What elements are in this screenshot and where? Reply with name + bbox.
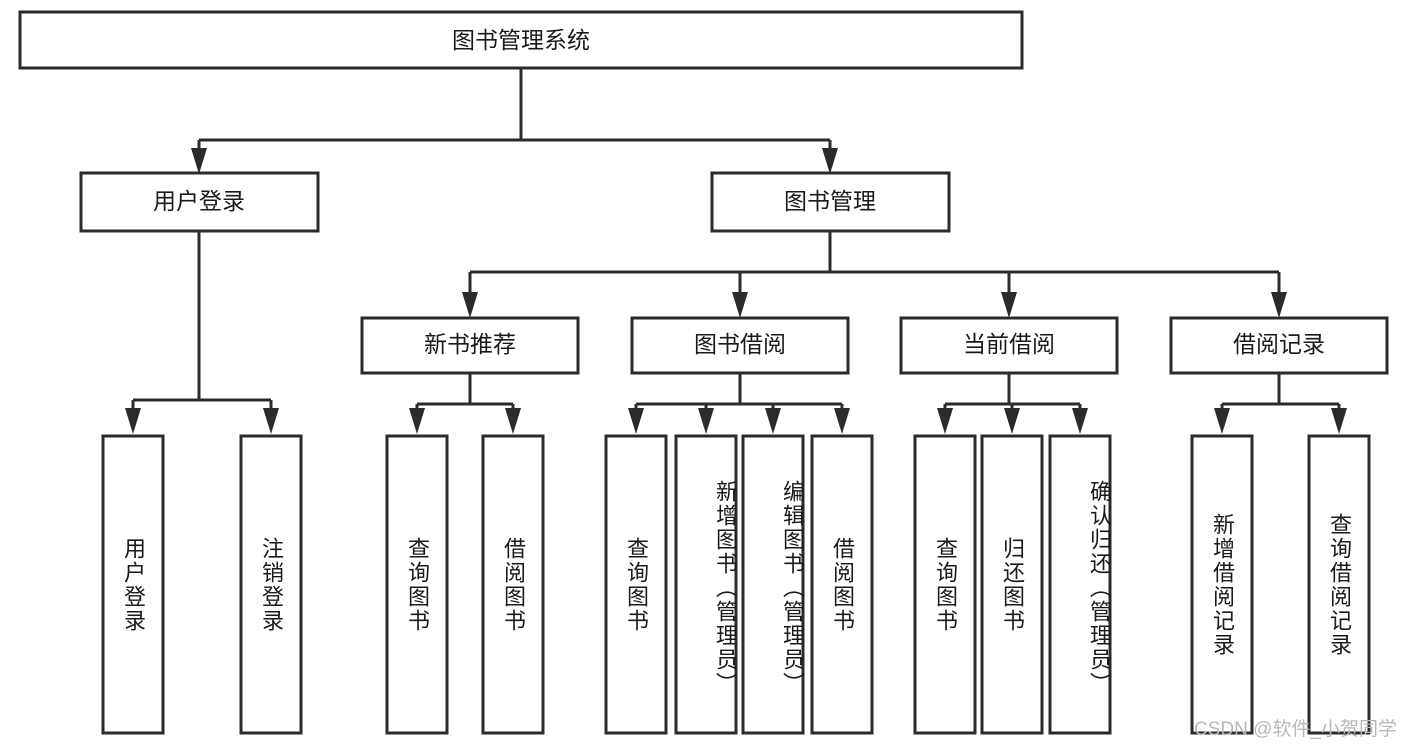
node-current-borrow-label: 当前借阅 xyxy=(963,331,1055,357)
arrow-head-borrowrecord-leaf0 xyxy=(1214,408,1230,434)
leaf-box-user-login-0[interactable] xyxy=(101,434,165,735)
leaf-box-book-borrow-0[interactable] xyxy=(604,434,668,735)
connector-group-borrow-record xyxy=(1214,373,1347,434)
arrow-head-bookborrow-leaf2 xyxy=(765,408,781,434)
arrow-head-newbook-leaf1 xyxy=(505,408,521,434)
connector-group-new-book xyxy=(409,373,521,434)
node-current-borrow-box[interactable] xyxy=(899,316,1119,375)
node-root-box[interactable] xyxy=(18,10,1024,70)
node-user-login[interactable]: 用户登录 xyxy=(79,171,320,233)
arrow-head-bookborrow-leaf3 xyxy=(834,408,850,434)
arrow-head-borrowrecord xyxy=(1271,292,1287,318)
leaf-box-current-borrow-1[interactable] xyxy=(980,434,1044,735)
leaf-box-book-borrow-2[interactable] xyxy=(741,434,805,735)
node-borrow-record-box[interactable] xyxy=(1169,316,1389,375)
leaf-box-new-book-0[interactable] xyxy=(385,434,449,735)
node-root-system[interactable]: 图书管理系统 xyxy=(18,10,1024,70)
arrow-head-borrowrecord-leaf1 xyxy=(1331,408,1347,434)
leaf-box-borrow-record-1[interactable] xyxy=(1307,434,1371,735)
node-user-login-label: 用户登录 xyxy=(153,188,245,214)
arrow-head-userlogin-leaf1 xyxy=(263,408,279,434)
node-new-book-recommend-box[interactable] xyxy=(360,316,580,375)
arrow-head-currentborrow xyxy=(1001,292,1017,318)
arrow-head-currentborrow-leaf1 xyxy=(1004,408,1020,434)
arrow-head-bookborrow xyxy=(732,292,748,318)
arrow-head-currentborrow-leaf2 xyxy=(1072,408,1088,434)
arrow-head-newbook-leaf0 xyxy=(409,408,425,434)
node-book-management-label: 图书管理 xyxy=(784,188,876,214)
node-root-label: 图书管理系统 xyxy=(452,27,590,53)
leaf-box-new-book-1[interactable] xyxy=(481,434,545,735)
connector-group-book-mgmt xyxy=(462,232,1287,318)
node-book-borrow-box[interactable] xyxy=(630,316,850,375)
leaf-box-borrow-record-0[interactable] xyxy=(1190,434,1254,735)
node-borrow-record[interactable]: 借阅记录 xyxy=(1169,316,1389,375)
leaf-box-current-borrow-0[interactable] xyxy=(913,434,977,735)
node-book-borrow-label: 图书借阅 xyxy=(694,331,786,357)
arrow-head-currentborrow-leaf0 xyxy=(937,408,953,434)
leaf-box-book-borrow-1[interactable] xyxy=(674,434,738,735)
leaf-box-user-login-1[interactable] xyxy=(239,434,303,735)
node-current-borrow[interactable]: 当前借阅 xyxy=(899,316,1119,375)
node-book-management[interactable]: 图书管理 xyxy=(710,171,951,233)
arrow-head-newbook xyxy=(462,292,478,318)
node-borrow-record-label: 借阅记录 xyxy=(1233,331,1325,357)
node-new-book-recommend-label: 新书推荐 xyxy=(424,331,516,357)
node-new-book-recommend[interactable]: 新书推荐 xyxy=(360,316,580,375)
arrow-head-bookborrow-leaf1 xyxy=(698,408,714,434)
csdn-watermark: CSDN @软件_小贺同学 xyxy=(1194,719,1397,740)
connector-group-root xyxy=(191,68,838,174)
arrow-head-bookmgmt xyxy=(822,148,838,174)
node-book-borrow[interactable]: 图书借阅 xyxy=(630,316,850,375)
connector-group-book-borrow xyxy=(628,373,850,434)
arrow-head-userlogin xyxy=(191,148,207,174)
leaf-box-current-borrow-2[interactable] xyxy=(1048,434,1112,735)
node-book-management-box[interactable] xyxy=(710,171,951,233)
arrow-head-userlogin-leaf0 xyxy=(125,408,141,434)
connector-group-current-borrow xyxy=(937,373,1088,434)
node-user-login-box[interactable] xyxy=(79,171,320,233)
leaf-box-book-borrow-3[interactable] xyxy=(810,434,874,735)
connector-group-user-login xyxy=(125,232,279,434)
arrow-head-bookborrow-leaf0 xyxy=(628,408,644,434)
